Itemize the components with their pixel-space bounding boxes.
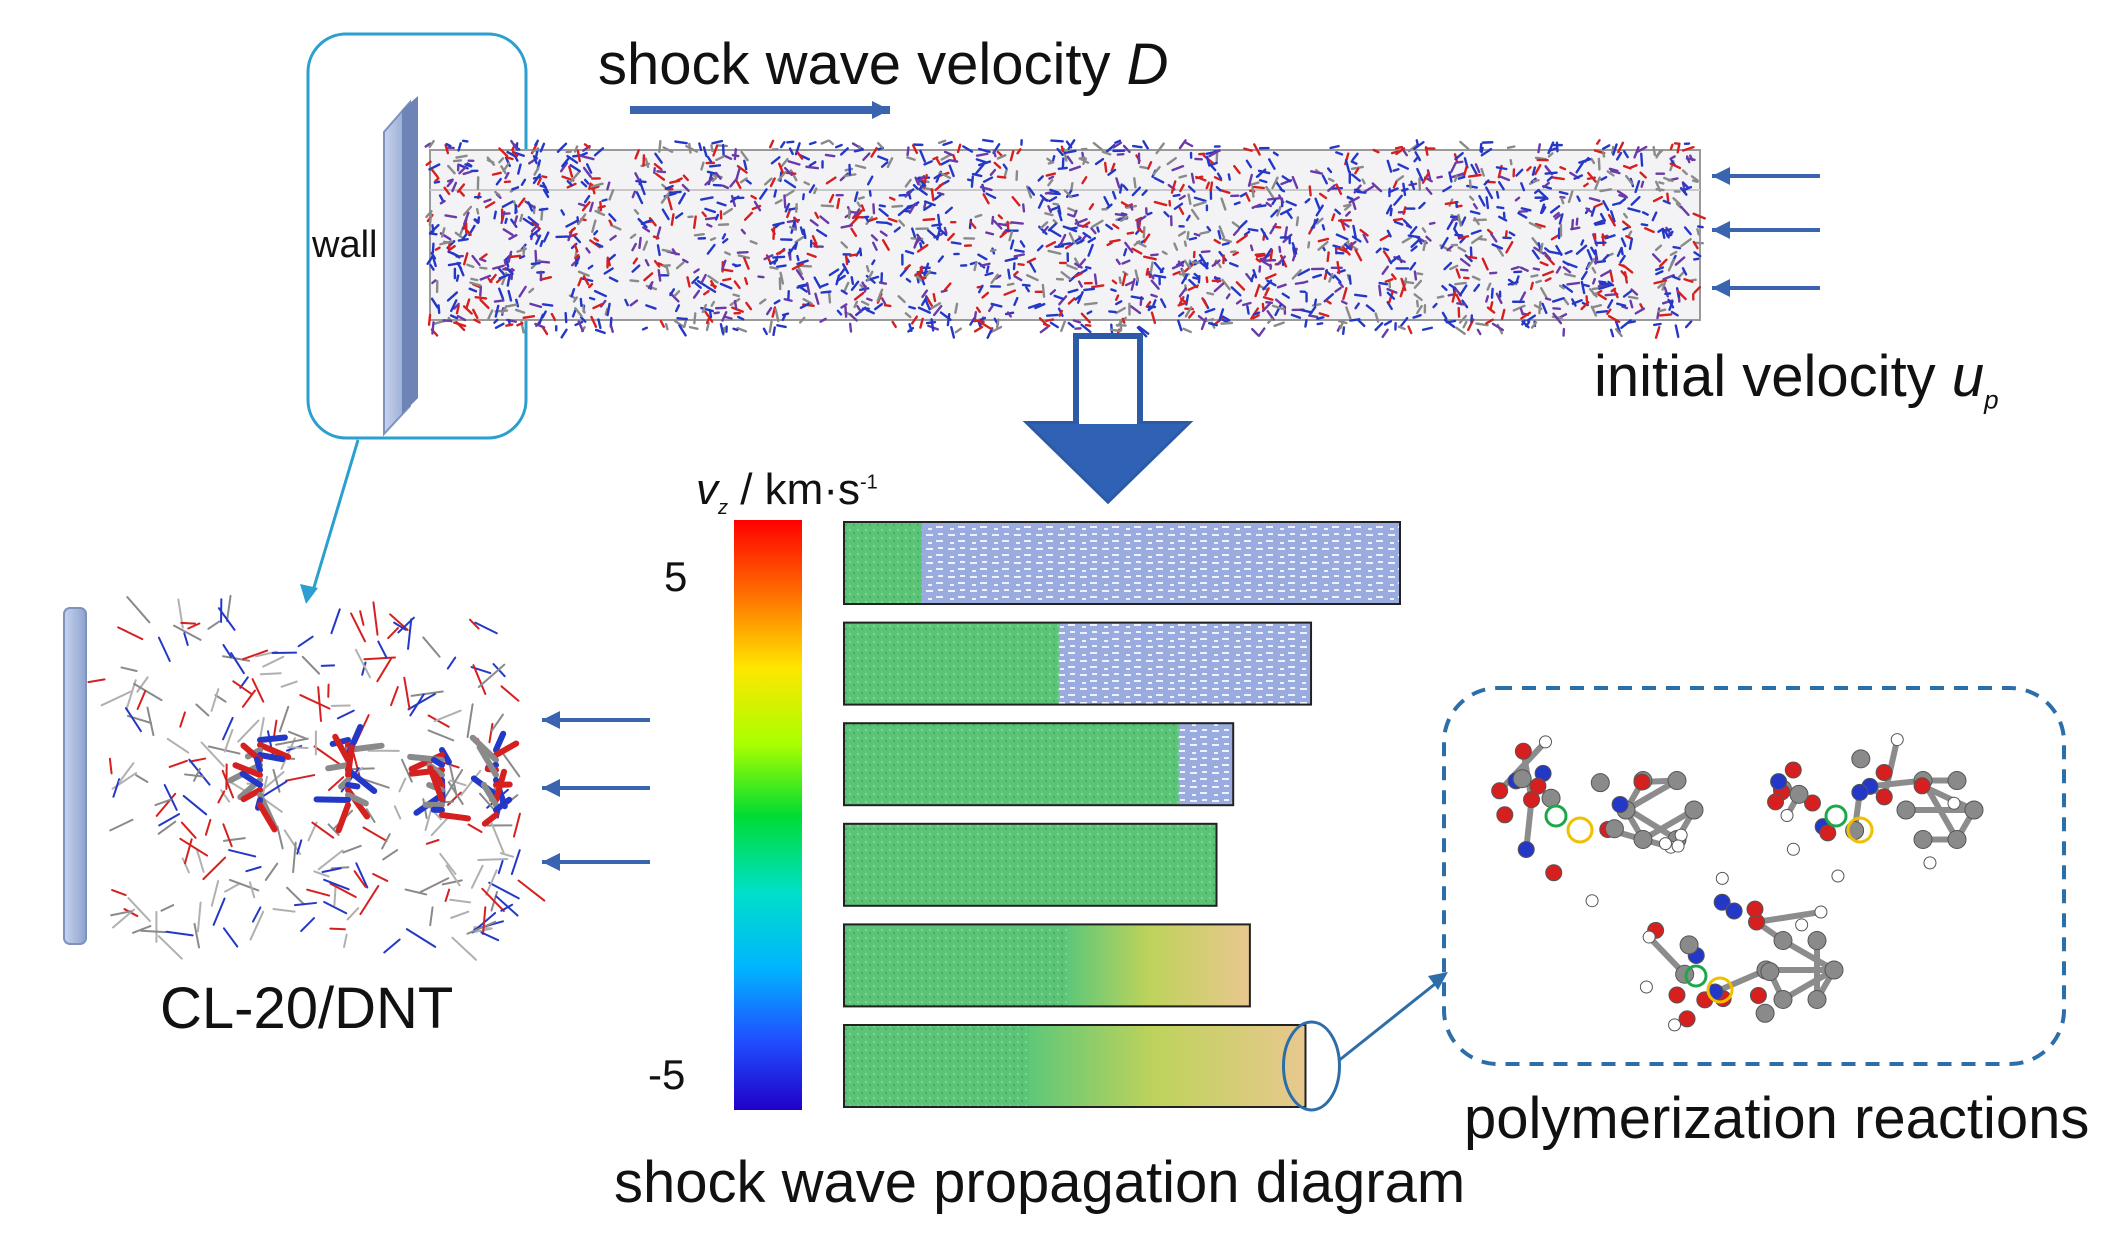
zoom-arrow-3-head bbox=[542, 853, 560, 871]
initial-velocity-symbol: u bbox=[1952, 344, 1984, 409]
colorbar-title: vz / km·s-1 bbox=[696, 468, 878, 512]
polymerization-label: polymerization reactions bbox=[1464, 1090, 2089, 1148]
snapshot-2 bbox=[844, 623, 1311, 705]
reaction-box bbox=[1444, 688, 2064, 1064]
highlight-molecule bbox=[473, 734, 516, 824]
initial-velocity-arrow-1 bbox=[1712, 167, 1820, 185]
highlight-molecule bbox=[230, 737, 288, 829]
snapshot-3 bbox=[844, 723, 1233, 805]
zoom-arrow-3 bbox=[542, 853, 650, 871]
colorbar-min-label: -5 bbox=[648, 1054, 685, 1096]
propagation-snapshots bbox=[734, 520, 1448, 1110]
propagation-diagram-label: shock wave propagation diagram bbox=[614, 1154, 1465, 1212]
shock-velocity-arrow-head bbox=[872, 101, 890, 119]
snapshot-6 bbox=[844, 1025, 1305, 1107]
colorbar-max-label: 5 bbox=[664, 556, 687, 598]
shock-velocity-symbol: D bbox=[1127, 32, 1169, 97]
unshocked-region bbox=[844, 522, 1400, 604]
colorbar-superscript: -1 bbox=[860, 471, 878, 493]
shocked-region bbox=[844, 824, 1217, 906]
initial-velocity-arrow-3 bbox=[1712, 279, 1820, 297]
initial-velocity-arrow-1-head bbox=[1712, 167, 1730, 185]
wall-slab-edge bbox=[402, 96, 418, 414]
wall-label: wall bbox=[312, 226, 377, 264]
zoom-arrow-1-head bbox=[542, 711, 560, 729]
reaction-connector bbox=[1339, 980, 1440, 1060]
cl20-dnt-label: CL-20/DNT bbox=[160, 980, 453, 1038]
shock-velocity-arrow bbox=[630, 101, 890, 119]
reaction-molecule-1 bbox=[1492, 736, 1703, 907]
zoom-wall bbox=[64, 608, 86, 944]
snapshot-5 bbox=[844, 924, 1250, 1006]
snapshot-1 bbox=[844, 522, 1400, 604]
initial-velocity-subscript: p bbox=[1984, 385, 1998, 415]
zoom-molecules bbox=[88, 596, 544, 960]
shock-velocity-text: shock wave velocity bbox=[598, 32, 1127, 97]
zoom-arrow-2 bbox=[542, 779, 650, 797]
colorbar-subscript: z bbox=[718, 497, 728, 519]
initial-velocity-arrow-2-head bbox=[1712, 221, 1730, 239]
reaction-molecule-3 bbox=[1640, 872, 1843, 1030]
colorbar-unit: / km·s bbox=[728, 465, 860, 514]
reaction-molecule-2 bbox=[1768, 734, 1983, 882]
zoom-arrow-2-head bbox=[542, 779, 560, 797]
colorbar bbox=[734, 520, 802, 1110]
initial-velocity-arrow-3-head bbox=[1712, 279, 1730, 297]
hot-region bbox=[1067, 924, 1250, 1006]
zoom-arrow-1 bbox=[542, 711, 650, 729]
cl20-dnt-zoom bbox=[64, 596, 544, 960]
initial-velocity-label: initial velocity up bbox=[1594, 348, 1999, 406]
initial-velocity-arrow-2 bbox=[1712, 221, 1820, 239]
shocked-region bbox=[844, 723, 1179, 805]
shocked-region bbox=[844, 522, 922, 604]
polymerization-molecules bbox=[1444, 688, 2064, 1064]
down-block-arrow-head bbox=[1030, 424, 1186, 500]
callout-connector bbox=[312, 440, 358, 594]
hot-region bbox=[1029, 1025, 1306, 1107]
colorbar-symbol: v bbox=[696, 465, 718, 514]
shock-wave-velocity-label: shock wave velocity D bbox=[598, 36, 1169, 94]
shocked-region bbox=[844, 623, 1059, 705]
initial-velocity-text: initial velocity bbox=[1594, 344, 1952, 409]
snapshot-4 bbox=[844, 824, 1217, 906]
